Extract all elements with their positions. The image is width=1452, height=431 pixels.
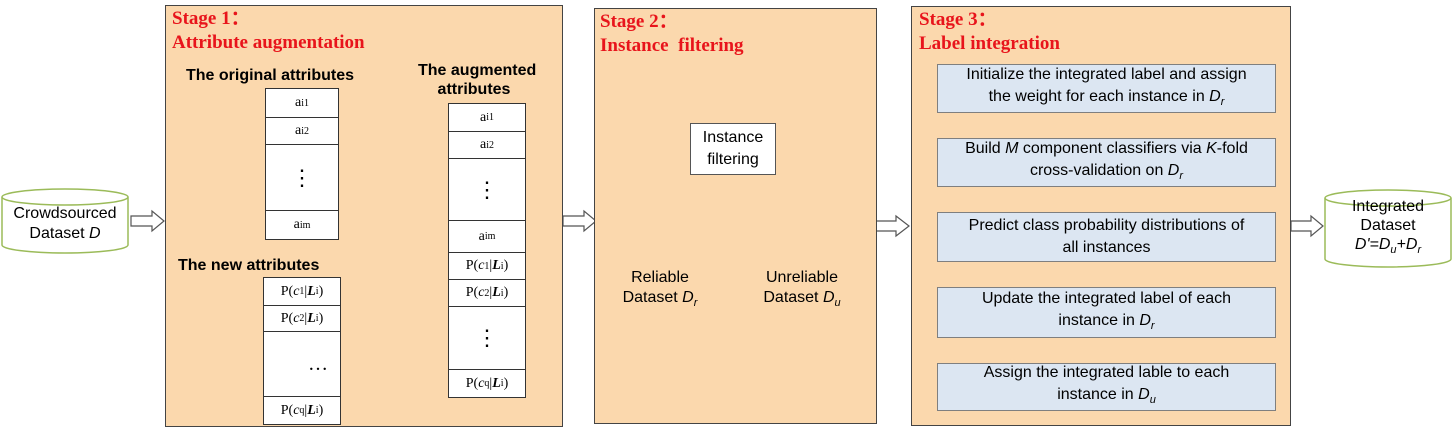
- stage3-title: Stage 3： Label integration: [919, 9, 1060, 54]
- step-update-label: Update the integrated label of each inst…: [937, 287, 1276, 338]
- step-assign-label: Assign the integrated lable to each inst…: [937, 363, 1276, 411]
- step-predict-distributions: Predict class probability distributions …: [937, 212, 1276, 262]
- new-attributes-heading: The new attributes: [178, 257, 320, 274]
- step-build-classifiers: Build M component classifiers via K-fold…: [937, 138, 1276, 187]
- crowdsourced-dataset-cylinder: [1, 188, 129, 254]
- instance-filtering-box: Instance filtering: [690, 123, 776, 175]
- original-attributes-heading: The original attributes: [186, 67, 355, 84]
- integrated-dataset-label: Integrated Dataset D'=Du+Dr: [1351, 198, 1425, 257]
- arrow-stage2-to-stage3: [875, 214, 910, 238]
- arrow-stage3-to-output: [1290, 214, 1324, 238]
- arrow-stage1-to-stage2: [562, 209, 597, 233]
- unreliable-dataset-label: Unreliable Dataset Du: [763, 269, 841, 310]
- augmented-attributes-heading: The augmented attributes: [418, 62, 537, 98]
- arrow-input-to-stage1: [130, 209, 165, 233]
- stage2-panel: [594, 8, 877, 424]
- augmented-attribute-ellipsis: ⋮: [448, 158, 526, 221]
- original-attribute-ellipsis: ⋮: [265, 144, 339, 211]
- step-initialize-label: Initialize the integrated label and assi…: [937, 64, 1276, 113]
- crowdsourced-dataset-label: Crowdsourced Dataset D: [13, 205, 117, 242]
- reliable-dataset-label: Reliable Dataset Dr: [622, 269, 698, 310]
- augmented-attribute-ellipsis: ⋮: [448, 306, 526, 370]
- new-attribute-ellipsis: …: [263, 331, 341, 397]
- stage2-title: Stage 2： Instance filtering: [600, 11, 744, 56]
- integrated-dataset-cylinder: [1324, 189, 1452, 268]
- stage1-title: Stage 1： Attribute augmentation: [172, 8, 365, 53]
